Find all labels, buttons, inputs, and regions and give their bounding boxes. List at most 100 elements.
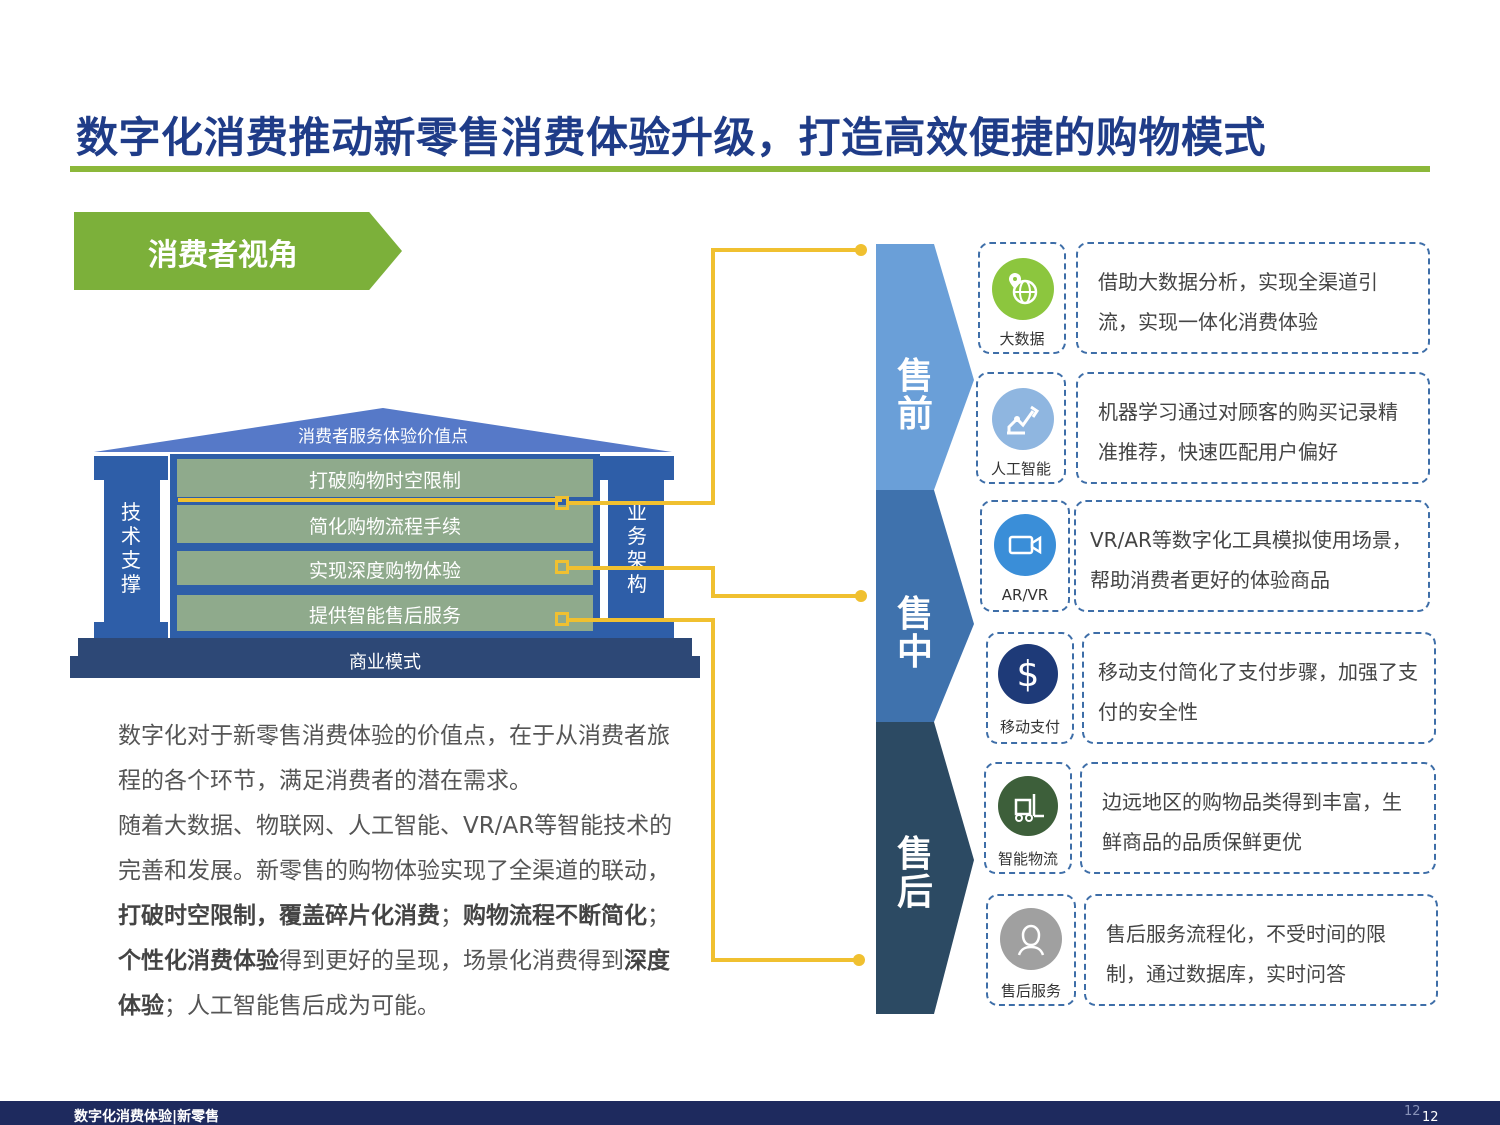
temple-base-step xyxy=(78,638,692,660)
connector-line xyxy=(711,248,715,505)
right-pillar-cap xyxy=(598,456,674,480)
title-underline xyxy=(70,166,1430,172)
paragraph-line-2: 随着大数据、物联网、人工智能、VR/AR等智能技术的完善和发展。新零售的购物体验… xyxy=(118,804,678,1029)
feature-desc-card: 借助大数据分析，实现全渠道引流，实现一体化消费体验 xyxy=(1076,242,1430,354)
stage-label: 售前 xyxy=(890,358,940,434)
page-title: 数字化消费推动新零售消费体验升级，打造高效便捷的购物模式 xyxy=(76,113,1267,162)
connector-line xyxy=(178,498,562,502)
feature-desc-card: 售后服务流程化，不受时间的限制，通过数据库，实时问答 xyxy=(1084,894,1438,1006)
value-row: 简化购物流程手续 xyxy=(174,502,596,546)
value-row-label: 简化购物流程手续 xyxy=(308,516,461,538)
video-camera-icon xyxy=(994,514,1056,576)
connector-line xyxy=(711,594,861,598)
feature-icon-card: 大数据 xyxy=(978,242,1066,354)
feature-icon-label: 移动支付 xyxy=(999,718,1060,736)
footer-bar xyxy=(0,1101,1500,1125)
paragraph-line-1: 数字化对于新零售消费体验的价值点，在于从消费者旅程的各个环节，满足消费者的潜在需… xyxy=(118,723,670,794)
connector-node xyxy=(555,612,569,626)
right-pillar-base xyxy=(598,622,674,640)
service-person-icon xyxy=(1000,908,1062,970)
connector-line xyxy=(569,501,715,505)
right-pillar xyxy=(608,478,664,640)
paragraph-text: 随着大数据、物联网、人工智能、VR/AR等智能技术的完善和发展。新零售的购物体验… xyxy=(118,813,673,884)
section-arrow-banner: 消费者视角 xyxy=(74,212,402,290)
feature-desc-text: 借助大数据分析，实现全渠道引流，实现一体化消费体验 xyxy=(1098,270,1378,334)
stage-chevron-presale xyxy=(876,244,974,490)
paragraph-text: 得到更好的呈现，场景化消费得到 xyxy=(279,948,624,974)
connector-node xyxy=(555,496,569,510)
left-pillar-base xyxy=(94,622,168,640)
stage-label: 售后 xyxy=(890,836,940,912)
right-pillar-char: 构 xyxy=(627,572,647,596)
temple-base xyxy=(70,656,700,678)
connector-line xyxy=(569,566,715,570)
dollar-icon: $ xyxy=(998,644,1058,704)
left-pillar-char: 术 xyxy=(121,524,141,548)
connector-line xyxy=(711,958,861,962)
feature-icon-label: 人工智能 xyxy=(990,460,1051,478)
left-pillar-char: 撑 xyxy=(121,572,141,596)
paragraph-emphasis: 个性化消费体验 xyxy=(118,948,279,974)
connector-dot xyxy=(853,954,865,966)
description-paragraph: 数字化对于新零售消费体验的价值点，在于从消费者旅程的各个环节，满足消费者的潜在需… xyxy=(118,714,678,1029)
robot-arm-icon xyxy=(992,388,1054,450)
feature-icon-card: AR/VR xyxy=(980,500,1070,612)
left-pillar-cap xyxy=(94,456,168,480)
stage-label-text: 售前 xyxy=(896,356,933,435)
left-pillar-char: 技 xyxy=(121,500,141,524)
feature-icon-label: AR/VR xyxy=(1001,586,1049,604)
feature-desc-text: VR/AR等数字化工具模拟使用场景，帮助消费者更好的体验商品 xyxy=(1090,528,1412,592)
paragraph-emphasis: 购物流程不断简化 xyxy=(463,903,647,929)
connector-dot xyxy=(855,244,867,256)
stage-label-text: 售中 xyxy=(896,594,933,673)
feature-icon-card: 售后服务 xyxy=(986,894,1076,1006)
stage-label: 售中 xyxy=(890,596,940,672)
feature-desc-text: 机器学习通过对顾客的购买记录精准推荐，快速匹配用户偏好 xyxy=(1098,400,1398,464)
feature-icon-card: $ 移动支付 xyxy=(986,632,1074,744)
left-pillar-char: 支 xyxy=(121,548,141,572)
stage-chevrons xyxy=(876,244,974,1014)
value-row-label: 实现深度购物体验 xyxy=(308,560,461,582)
feature-icon-label: 智能物流 xyxy=(997,850,1058,868)
stage-label-text: 售后 xyxy=(896,834,933,913)
feature-desc-text: 移动支付简化了支付步骤，加强了支付的安全性 xyxy=(1098,660,1418,724)
value-row: 提供智能售后服务 xyxy=(174,592,596,634)
temple-roof-label: 消费者服务体验价值点 xyxy=(298,427,468,447)
forklift-icon xyxy=(998,776,1058,836)
paragraph-text: ； xyxy=(440,903,463,929)
page-number: 12 xyxy=(1422,1110,1439,1125)
paragraph-emphasis: 打破时空限制，覆盖碎片化消费 xyxy=(118,903,440,929)
feature-icon-label: 大数据 xyxy=(999,330,1045,348)
right-pillar-char: 业 xyxy=(627,500,647,524)
feature-desc-card: 机器学习通过对顾客的购买记录精准推荐，快速匹配用户偏好 xyxy=(1076,372,1430,484)
feature-desc-card: VR/AR等数字化工具模拟使用场景，帮助消费者更好的体验商品 xyxy=(1074,500,1430,612)
feature-desc-text: 边远地区的购物品类得到丰富，生鲜商品的品质保鲜更优 xyxy=(1102,790,1402,854)
page-number-ghost: 12 xyxy=(1404,1104,1421,1119)
value-row-label: 打破购物时空限制 xyxy=(308,470,461,492)
globe-pin-icon xyxy=(992,258,1054,320)
section-label: 消费者视角 xyxy=(148,238,298,273)
feature-icon-label: 售后服务 xyxy=(1000,982,1061,1000)
value-row: 打破购物时空限制 xyxy=(174,456,596,500)
left-pillar xyxy=(104,478,160,640)
paragraph-text: ； xyxy=(647,903,670,929)
stage-chevron-aftersale xyxy=(876,722,974,1014)
value-row: 实现深度购物体验 xyxy=(174,548,596,588)
value-row-label: 提供智能售后服务 xyxy=(308,605,461,627)
feature-desc-text: 售后服务流程化，不受时间的限制，通过数据库，实时问答 xyxy=(1106,922,1386,986)
connector-line xyxy=(711,566,715,598)
connector-line xyxy=(569,618,715,622)
stage-chevron-insale xyxy=(876,490,974,722)
feature-desc-card: 移动支付简化了支付步骤，加强了支付的安全性 xyxy=(1082,632,1436,744)
feature-icon-card: 智能物流 xyxy=(984,762,1072,874)
feature-desc-card: 边远地区的购物品类得到丰富，生鲜商品的品质保鲜更优 xyxy=(1080,762,1436,874)
connector-line xyxy=(711,248,861,252)
temple-base-label: 商业模式 xyxy=(349,652,421,673)
paragraph-emphasis: 深度体验 xyxy=(118,948,670,1019)
feature-icon-card: 人工智能 xyxy=(976,372,1066,484)
right-pillar-char: 务 xyxy=(627,524,647,548)
paragraph-text: ；人工智能售后成为可能。 xyxy=(164,993,440,1019)
connector-line xyxy=(711,618,715,962)
connector-dot xyxy=(855,590,867,602)
footer-text: 数字化消费体验|新零售 xyxy=(74,1109,220,1125)
